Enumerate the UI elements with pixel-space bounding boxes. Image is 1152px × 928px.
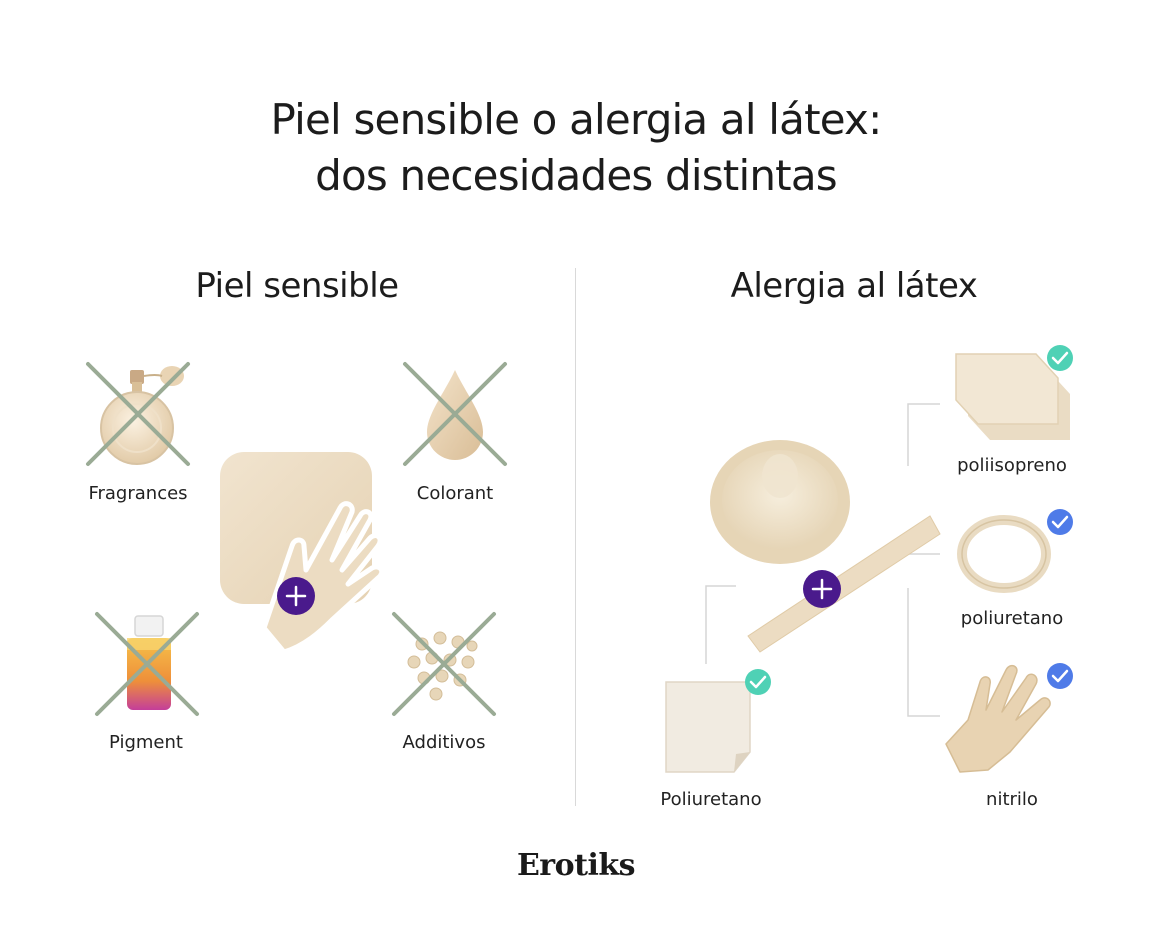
label-colorant: Colorant (416, 483, 494, 504)
plus-badge-right (802, 569, 842, 609)
brand-logo: Erotiks (516, 848, 636, 883)
ring-icon (957, 508, 1078, 598)
glove-icon (940, 660, 1080, 780)
condom-strip-plus-icon (710, 430, 941, 653)
heading-piel-sensible: Piel sensible (195, 266, 399, 306)
label-poliuretano-film: Poliuretano (660, 789, 762, 810)
beads-icon (392, 612, 496, 716)
pigment-jar-icon (95, 612, 199, 716)
sheet-icon (948, 344, 1078, 444)
connector-lines (700, 398, 970, 718)
label-poliisopreno: poliisopreno (957, 455, 1067, 476)
label-poliuretano-ring: poliuretano (960, 608, 1064, 629)
skin-hand-plus-icon (220, 450, 400, 660)
label-nitrilo: nitrilo (986, 789, 1038, 810)
label-pigment: Pigment (109, 732, 183, 753)
page-title: Piel sensible o alergia al látex: dos ne… (0, 92, 1152, 204)
section-divider (575, 268, 576, 806)
label-fragrances: Fragrances (88, 483, 188, 504)
perfume-bottle-icon (86, 362, 190, 466)
plus-badge-left (276, 576, 316, 616)
title-line-1: Piel sensible o alergia al látex: (270, 95, 883, 144)
title-line-2: dos necesidades distintas (315, 151, 838, 200)
heading-alergia-latex: Alergia al látex (730, 266, 978, 306)
film-icon (664, 666, 780, 776)
drop-icon (403, 362, 507, 466)
label-additivos: Additivos (402, 732, 486, 753)
